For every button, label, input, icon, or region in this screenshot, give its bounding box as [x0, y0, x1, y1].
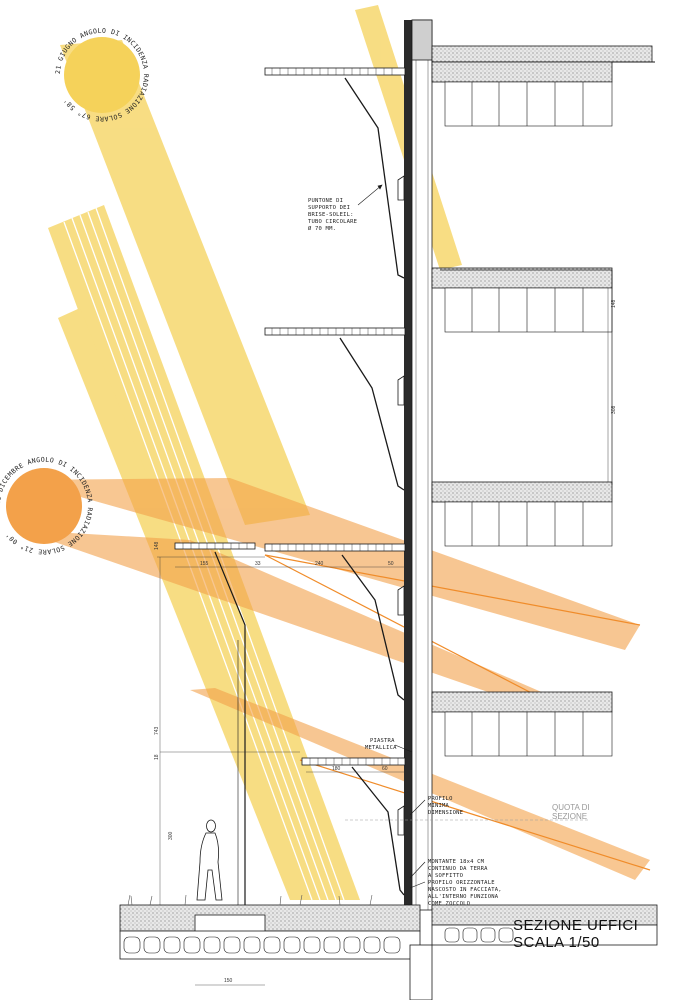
dimension-lines	[157, 556, 405, 986]
ceiling-panels	[444, 81, 613, 757]
dim-33: 33	[255, 561, 261, 567]
dim-60: 60	[382, 766, 388, 772]
dim-240: 240	[315, 561, 324, 567]
interior-room	[440, 269, 613, 485]
strut-tubes	[214, 77, 405, 915]
ground-foundation	[119, 904, 658, 1000]
floor-slabs	[431, 61, 613, 713]
note-puntone: PUNTONE DI SUPPORTO DEI BRISE-SOLEIL: TU…	[308, 198, 361, 232]
dim-50: 50	[388, 561, 394, 567]
dim-148-detail: 148	[154, 541, 160, 550]
dim-180: 180	[332, 766, 341, 772]
facade	[404, 19, 655, 911]
person-figure	[196, 819, 223, 901]
dim-148: 148	[611, 299, 617, 308]
note-piastra: PIASTRA METALLICA	[365, 738, 398, 751]
brise-soleil-louvres	[174, 67, 406, 766]
dim-300: 300	[168, 831, 174, 840]
drawing-scale: SCALA 1/50	[513, 934, 600, 951]
note-profilo-orizzontale: PROFILO ORIZZONTALE NASCOSTO IN FACCIATA…	[428, 880, 505, 907]
winter-sun: 21 DICEMBRE ANGOLO DI INCIDENZA RADIAZIO…	[0, 456, 94, 556]
fixing-brackets	[397, 175, 405, 836]
note-profilo: PROFILO MINIMA DIMENSIONE	[428, 796, 463, 816]
dim-18: 18	[154, 754, 160, 760]
note-montante: MONTANTE 18x4 CM CONTINUO DA TERRA A SOF…	[428, 859, 491, 879]
dim-155: 155	[200, 561, 209, 567]
note-quota: QUOTA DI SEZIONE	[552, 803, 592, 821]
leader-lines	[357, 184, 426, 889]
summer-sun: 21 GIUGNO ANGOLO DI INCIDENZA RADIAZIONE…	[54, 27, 150, 123]
dim-150: 150	[224, 978, 233, 984]
dim-743: 743	[154, 726, 160, 735]
dim-308: 308	[611, 405, 617, 414]
grass-tufts	[127, 894, 373, 906]
drawing-title: SEZIONE UFFICI	[513, 917, 638, 934]
